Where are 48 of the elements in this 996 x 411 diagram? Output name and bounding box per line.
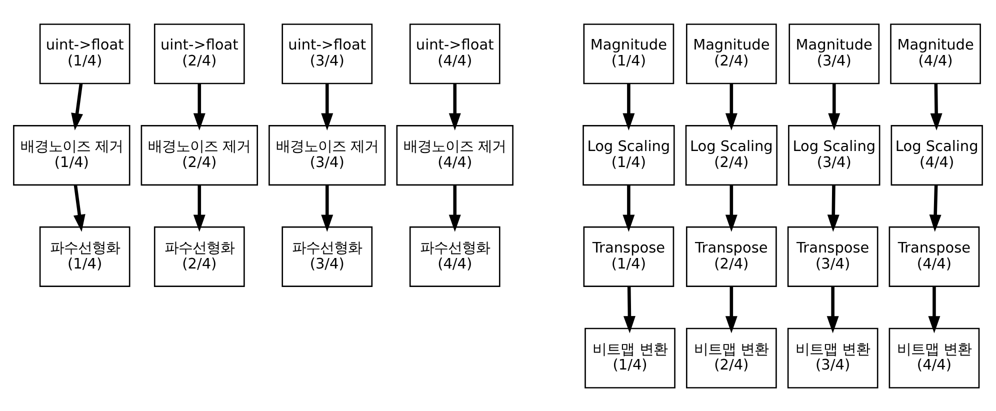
node-box: 배경노이즈 제거 (4/4) xyxy=(396,124,514,186)
node-box: Log Scaling (3/4) xyxy=(788,124,880,186)
node-box: 비트맵 변환 (2/4) xyxy=(686,327,777,388)
node-box: Magnitude (2/4) xyxy=(686,23,777,84)
node-box: uint->float (1/4) xyxy=(39,23,130,84)
node-box: Magnitude (3/4) xyxy=(788,23,880,84)
node-box: uint->float (2/4) xyxy=(154,23,245,84)
node-box: 배경노이즈 제거 (3/4) xyxy=(268,124,386,186)
node-box: 파수선형화 (3/4) xyxy=(282,226,373,286)
arrow xyxy=(448,83,461,130)
arrow xyxy=(928,286,940,333)
arrow xyxy=(826,286,839,333)
arrow xyxy=(321,184,334,232)
arrow xyxy=(193,184,206,232)
node-box: Transpose (2/4) xyxy=(686,226,777,286)
arrow xyxy=(622,184,635,232)
arrow xyxy=(827,184,840,232)
arrow xyxy=(725,83,738,130)
node-box: Transpose (1/4) xyxy=(583,226,674,286)
arrow xyxy=(930,83,942,130)
node-box: Transpose (4/4) xyxy=(888,226,980,286)
arrow xyxy=(193,83,206,130)
node-box: Transpose (3/4) xyxy=(787,226,878,286)
node-box: 비트맵 변환 (1/4) xyxy=(584,327,676,388)
arrow xyxy=(725,184,738,232)
node-box: 비트맵 변환 (4/4) xyxy=(888,327,980,388)
arrow xyxy=(725,286,738,333)
node-box: Magnitude (1/4) xyxy=(583,23,674,84)
node-box: 파수선형화 (2/4) xyxy=(154,226,245,286)
arrow xyxy=(929,184,942,232)
node-box: 파수선형화 (1/4) xyxy=(39,226,130,286)
node-box: 비트맵 변환 (3/4) xyxy=(787,327,878,388)
arrow xyxy=(622,83,635,130)
node-box: 배경노이즈 제거 (2/4) xyxy=(140,124,258,186)
node-box: Log Scaling (1/4) xyxy=(582,124,675,186)
arrow xyxy=(321,83,334,130)
arrow xyxy=(828,83,840,130)
node-box: 배경노이즈 제거 (1/4) xyxy=(13,124,130,186)
node-box: Magnitude (4/4) xyxy=(890,23,981,84)
arrow xyxy=(71,83,84,130)
arrow xyxy=(73,184,86,232)
arrow xyxy=(623,286,636,333)
node-box: uint->float (3/4) xyxy=(282,23,373,84)
node-box: uint->float (4/4) xyxy=(409,23,500,84)
arrow xyxy=(448,184,461,232)
node-box: Log Scaling (2/4) xyxy=(685,124,778,186)
node-box: 파수선형화 (4/4) xyxy=(409,226,500,286)
node-box: Log Scaling (4/4) xyxy=(890,124,983,186)
